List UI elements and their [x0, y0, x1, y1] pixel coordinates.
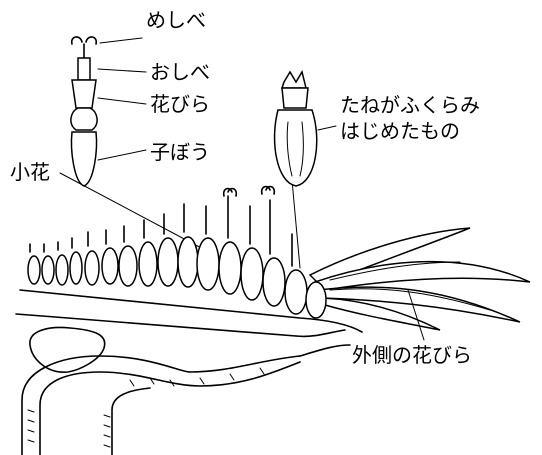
single-floret [71, 37, 97, 186]
seed-forming-floret [275, 72, 317, 186]
label-outer-petal: 外側の花びら [352, 343, 472, 367]
label-seed-forming-line2: はじめたもの [340, 119, 460, 143]
floret-row [28, 187, 326, 318]
label-floret: 小花 [10, 160, 50, 184]
label-seed-forming-line1: たねがふくらみ [340, 93, 480, 117]
label-stigma: めしべ [146, 8, 206, 32]
outer-petals [310, 228, 530, 330]
label-stamen: おしべ [150, 60, 210, 84]
label-petal: 花びら [150, 92, 210, 116]
label-ovary: 子ぼう [150, 140, 210, 164]
